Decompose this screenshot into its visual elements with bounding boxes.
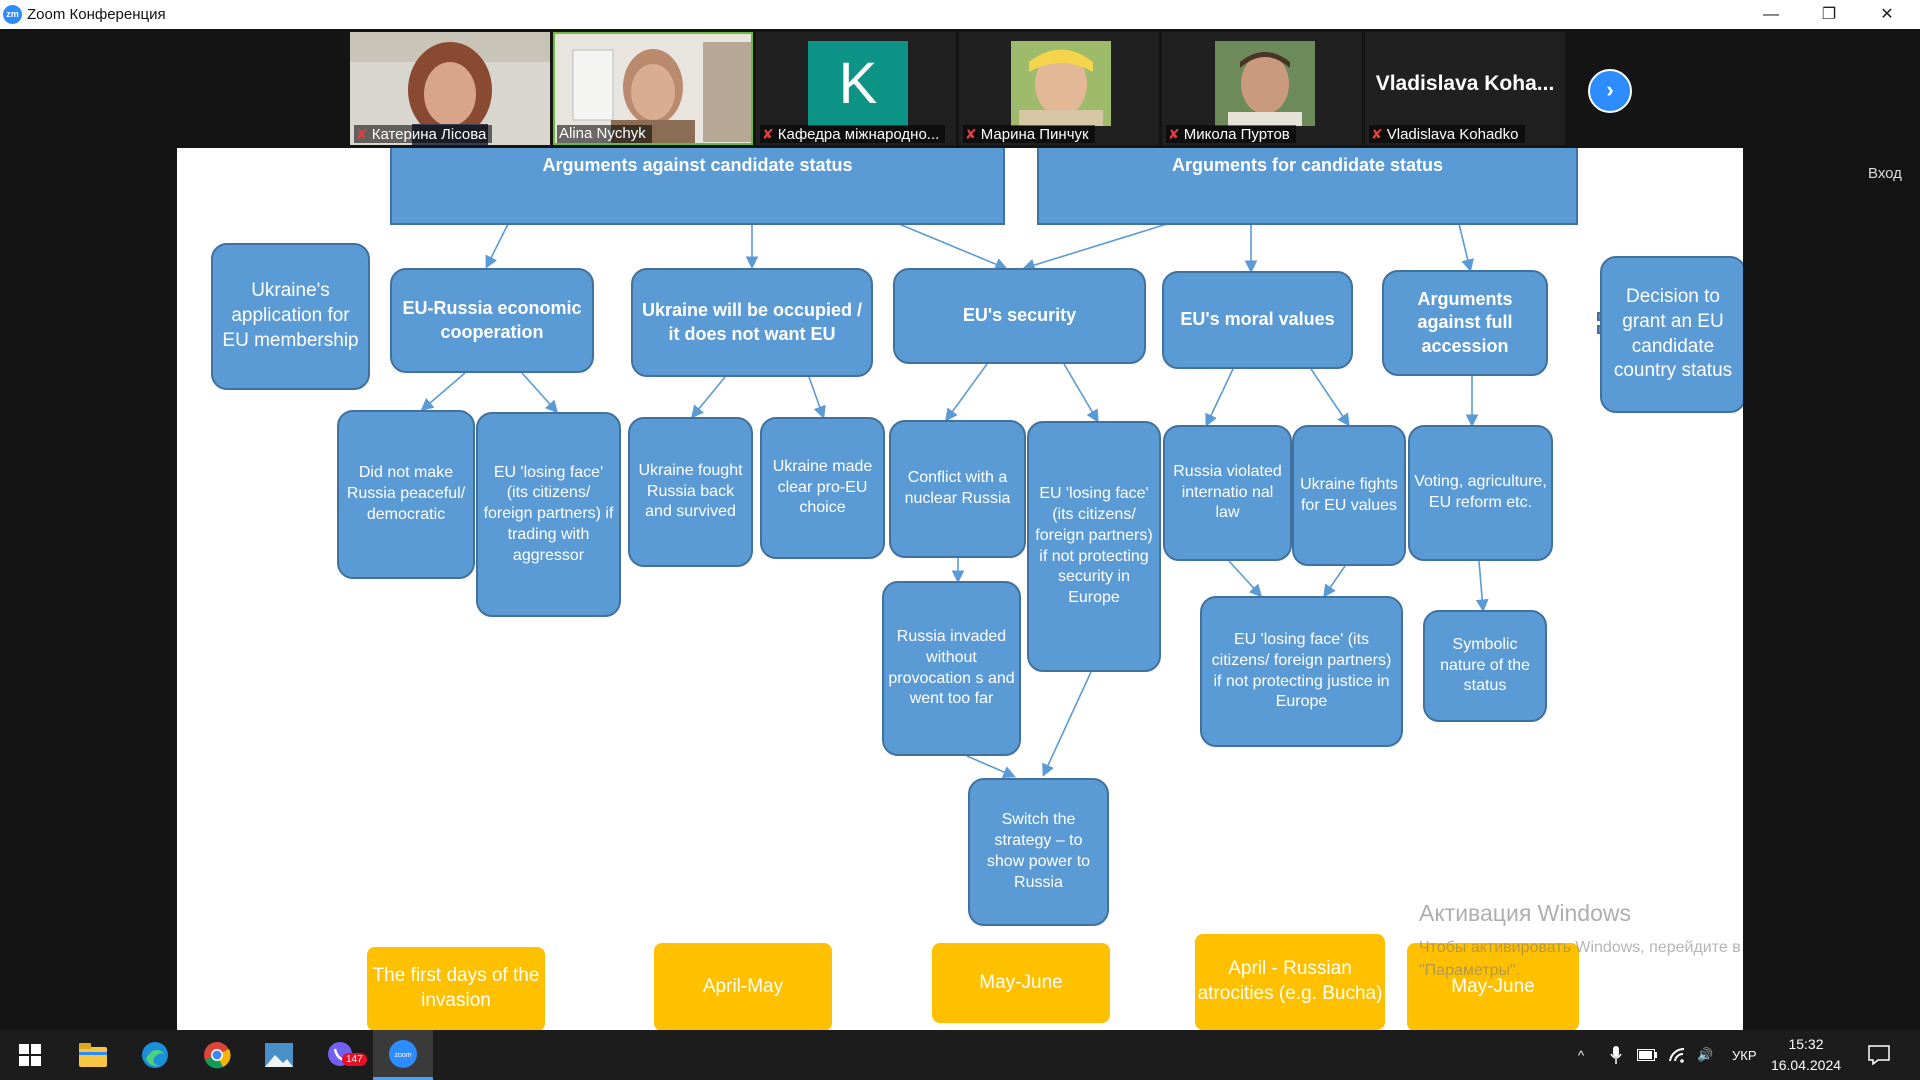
- windows-activation-text: Чтобы активировать Windows, перейдите в …: [1419, 939, 1743, 979]
- battery-icon[interactable]: [1637, 1030, 1657, 1080]
- timeline-box: May-June: [932, 943, 1110, 1023]
- next-page-chevron-icon[interactable]: ›: [1588, 69, 1632, 113]
- diagram-arrows: [420, 223, 1489, 779]
- mic-muted-icon: ✘: [1168, 126, 1180, 142]
- zoom-app-icon[interactable]: zoom: [373, 1030, 433, 1080]
- microphone-icon[interactable]: [1610, 1030, 1622, 1080]
- title-bar: zm Zoom Конференция — ❐ ✕: [0, 0, 1920, 29]
- sub-argument-box: Ukraine fought Russia back and survived: [628, 417, 753, 567]
- show-hidden-icons-chevron-icon[interactable]: ^: [1578, 1047, 1585, 1063]
- mic-muted-icon: ✘: [762, 126, 774, 142]
- sub-argument-box: Did not make Russia peaceful/ democratic: [337, 410, 475, 579]
- participant-tile[interactable]: ✘Марина Пинчук: [959, 32, 1159, 145]
- notification-badge: 147: [342, 1053, 367, 1066]
- window-title: Zoom Конференция: [27, 6, 166, 23]
- participant-tile-active-speaker[interactable]: Alina Nychyk: [553, 32, 753, 145]
- argument-box: EU-Russia economic cooperation: [390, 268, 594, 373]
- language-indicator[interactable]: УКР: [1732, 1047, 1757, 1063]
- argument-box: EU's moral values: [1162, 271, 1353, 369]
- third-level-box: EU 'losing face' (its citizens/ foreign …: [1200, 596, 1403, 747]
- participant-tile[interactable]: K ✘Кафедра міжнародно...: [756, 32, 956, 145]
- windows-activation-title: Активация Windows: [1419, 900, 1631, 926]
- viber-app-icon[interactable]: 147: [311, 1030, 371, 1080]
- edge-browser-icon[interactable]: [125, 1030, 185, 1080]
- sub-argument-box: EU 'losing face' (its citizens/ foreign …: [476, 412, 621, 617]
- close-button[interactable]: ✕: [1880, 6, 1894, 23]
- wifi-icon[interactable]: [1668, 1030, 1686, 1080]
- participant-name: ✘Vladislava Kohadko: [1369, 125, 1525, 143]
- participant-name: Alina Nychyk: [557, 125, 652, 143]
- sub-argument-box: Conflict with a nuclear Russia: [889, 420, 1026, 558]
- participant-strip: ✘Катерина Лісова Alina Nychyk K ✘Кафедра…: [0, 29, 1920, 148]
- clock-time: 15:32: [1788, 1036, 1824, 1052]
- mic-muted-icon: ✘: [356, 126, 368, 142]
- sub-argument-box: EU 'losing face' (its citizens/ foreign …: [1027, 421, 1161, 672]
- participant-tile[interactable]: ✘Катерина Лісова: [350, 32, 550, 145]
- file-explorer-icon[interactable]: [63, 1030, 123, 1080]
- participant-display-name: Vladislava Koha...: [1375, 72, 1555, 95]
- notifications-icon[interactable]: [1868, 1030, 1890, 1080]
- clock-date: 16.04.2024: [1770, 1057, 1842, 1073]
- sub-argument-box: Ukraine made clear pro-EU choice: [760, 417, 885, 559]
- participant-name: ✘Катерина Лісова: [354, 125, 493, 143]
- switch-strategy-box: Switch the strategy – to show power to R…: [968, 778, 1109, 926]
- photos-app-icon[interactable]: [249, 1030, 309, 1080]
- side-login-label[interactable]: Вход: [1868, 165, 1902, 182]
- third-level-box: Russia invaded without provocation s and…: [882, 581, 1021, 756]
- restore-button[interactable]: ❐: [1821, 6, 1837, 23]
- participant-tile[interactable]: ✘Микола Пуртов: [1162, 32, 1362, 145]
- participant-name: ✘Кафедра міжнародно...: [760, 125, 946, 143]
- timeline-box: May-June: [1407, 943, 1579, 1030]
- argument-box: EU's security: [893, 268, 1146, 364]
- third-level-box: Symbolic nature of the status: [1423, 610, 1547, 722]
- chrome-browser-icon[interactable]: [187, 1030, 247, 1080]
- mic-muted-icon: ✘: [1371, 126, 1383, 142]
- participant-name: ✘Микола Пуртов: [1166, 125, 1296, 143]
- argument-box: Arguments against full accession: [1382, 270, 1548, 376]
- sub-argument-box: Ukraine fights for EU values: [1292, 425, 1406, 566]
- decision-box: Decision to grant an EU candidate countr…: [1600, 256, 1743, 413]
- participant-avatar: K: [808, 41, 908, 126]
- timeline-box: The first days of the invasion: [367, 947, 545, 1030]
- header-against-candidate-status: Arguments against candidate status: [390, 148, 1005, 225]
- windows-start-icon[interactable]: [0, 1030, 60, 1080]
- timeline-box: April-May: [654, 943, 832, 1030]
- shared-slide: Arguments against candidate status Argum…: [177, 148, 1743, 1030]
- taskbar: 147 zoom ^ 🔊 УКР 15:32 16.04.2024: [0, 1030, 1920, 1080]
- svg-text:zoom: zoom: [394, 1052, 411, 1059]
- system-clock[interactable]: 15:32 16.04.2024: [1756, 1034, 1856, 1076]
- ukraine-application-box: Ukraine's application for EU membership: [211, 243, 370, 390]
- zoom-app-icon: zm: [3, 5, 22, 24]
- participant-name: ✘Марина Пинчук: [963, 125, 1095, 143]
- mic-muted-icon: ✘: [965, 126, 977, 142]
- timeline-box: April - Russian atrocities (e.g. Bucha): [1195, 934, 1385, 1030]
- sub-argument-box: Russia violated internatio nal law: [1163, 425, 1292, 561]
- argument-box: Ukraine will be occupied / it does not w…: [631, 268, 873, 377]
- participant-tile[interactable]: Vladislava Koha... ✘Vladislava Kohadko: [1365, 32, 1565, 145]
- minimize-button[interactable]: —: [1763, 6, 1779, 23]
- participant-video: [553, 32, 753, 145]
- sub-argument-box: Voting, agriculture, EU reform etc.: [1408, 425, 1553, 561]
- volume-icon[interactable]: 🔊: [1697, 1047, 1714, 1062]
- header-for-candidate-status: Arguments for candidate status: [1037, 148, 1578, 225]
